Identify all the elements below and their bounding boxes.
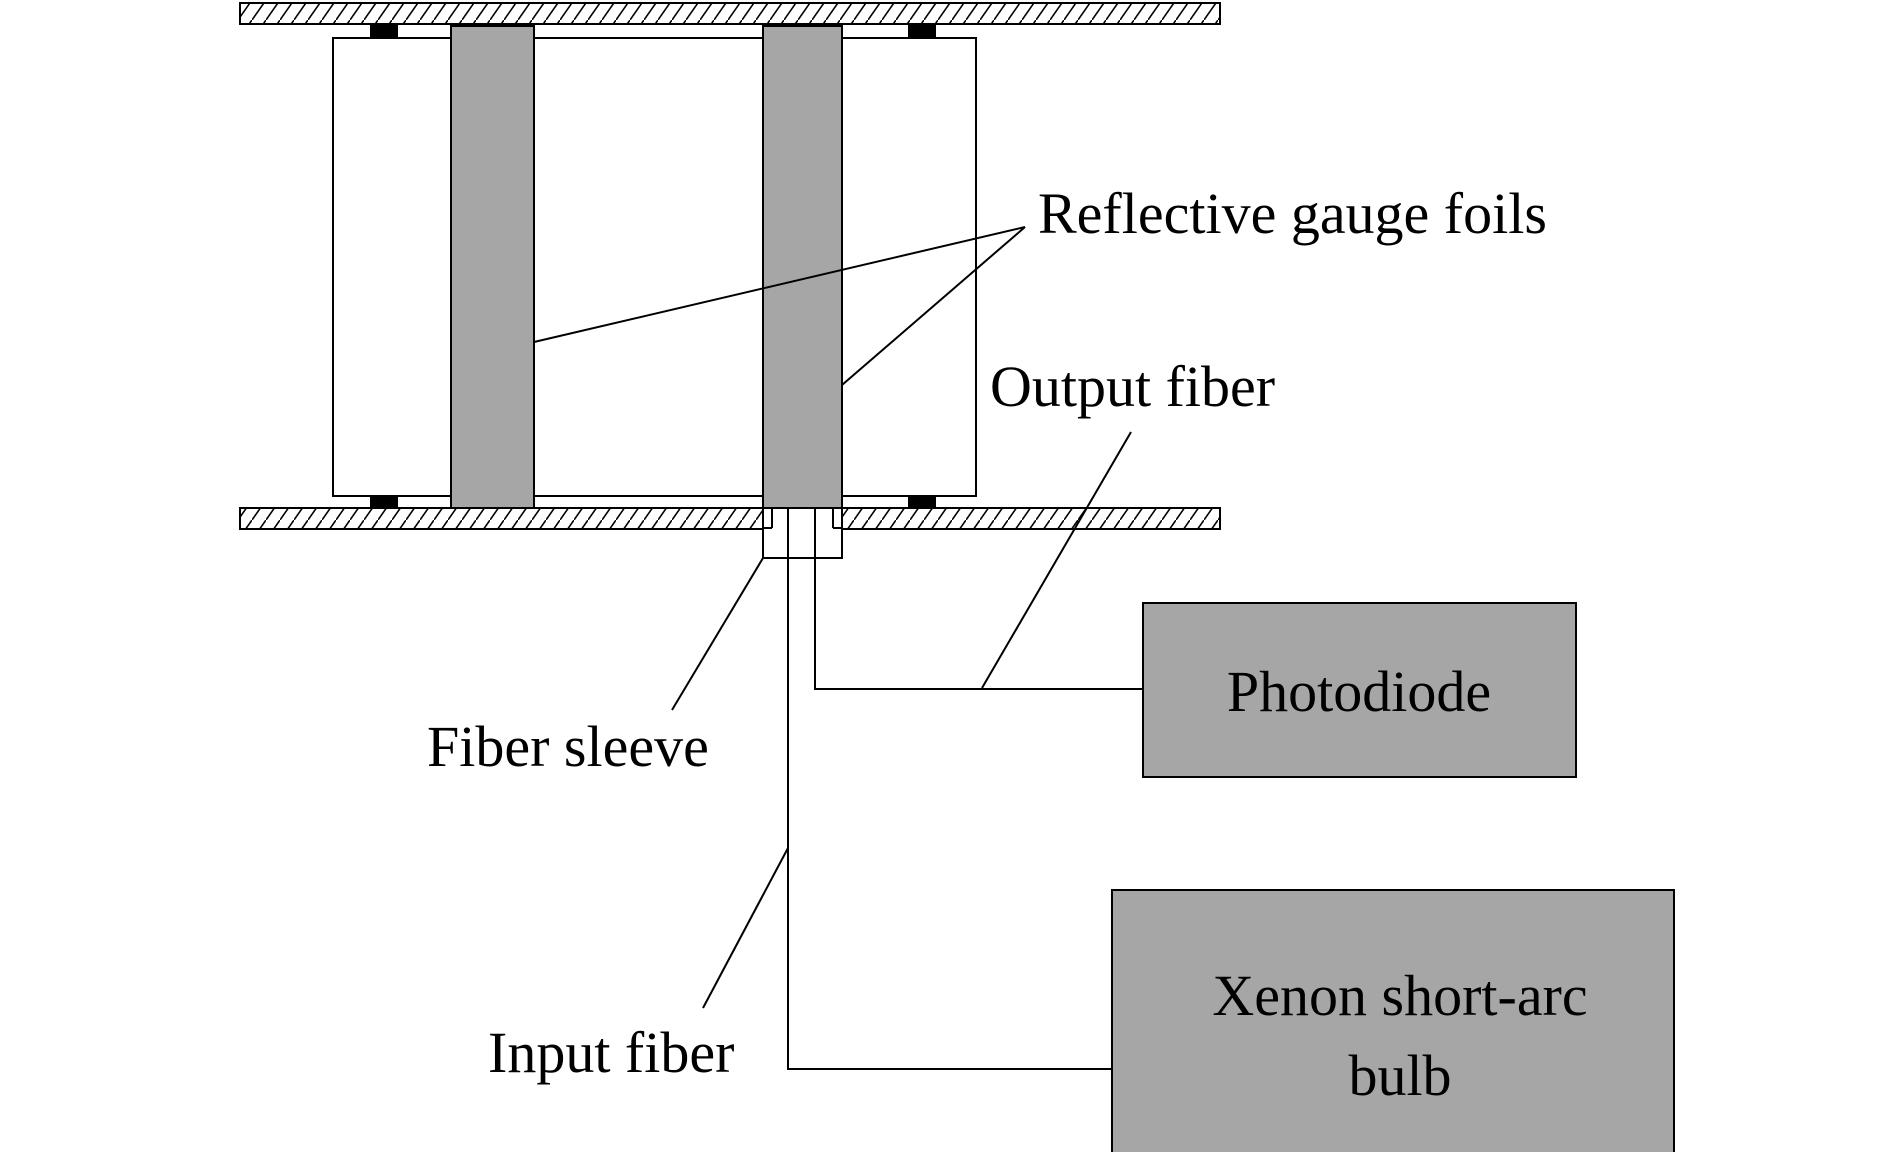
seal-bottom-right <box>908 495 936 509</box>
sample-block <box>332 37 977 497</box>
leader-foils-left <box>533 226 1026 343</box>
label-xenon-line2: bulb <box>1348 1043 1451 1108</box>
label-input-fiber: Input fiber <box>488 1020 734 1085</box>
gauge-foil-right <box>762 25 843 509</box>
label-reflective-gauge-foils: Reflective gauge foils <box>1038 181 1547 246</box>
tube-wall-top <box>239 2 1221 25</box>
label-output-fiber: Output fiber <box>990 354 1275 419</box>
seal-top-left <box>370 24 398 38</box>
tube-wall-bottom <box>239 507 1221 530</box>
seal-top-right <box>908 24 936 38</box>
leader-foils-right <box>841 226 1026 386</box>
xenon-bulb-box <box>1111 889 1675 1152</box>
fiber-sleeve <box>762 507 843 559</box>
gauge-foil-left <box>450 25 535 509</box>
leader-input-fiber <box>702 847 789 1009</box>
label-fiber-sleeve: Fiber sleeve <box>427 714 709 779</box>
seal-bottom-left <box>370 495 398 509</box>
label-xenon-line1: Xenon short-arc <box>1212 963 1587 1028</box>
leader-output-fiber <box>981 431 1132 689</box>
leader-fiber-sleeve <box>671 557 764 711</box>
photodiode-box <box>1142 602 1577 778</box>
input-fiber-line <box>787 508 1112 1070</box>
label-photodiode: Photodiode <box>1227 659 1491 724</box>
output-fiber-line <box>814 508 1143 690</box>
